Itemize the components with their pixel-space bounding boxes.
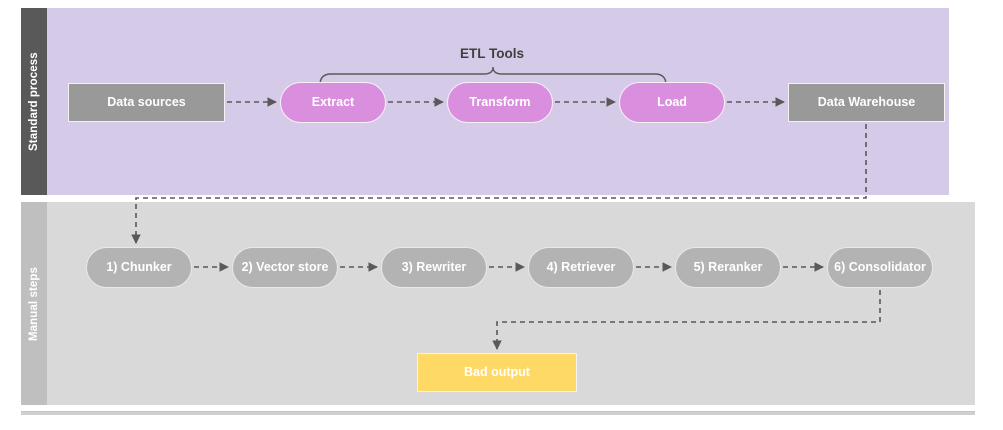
lane-standard-process-label: Standard process	[28, 52, 40, 151]
node-retriever[interactable]: 4) Retriever	[528, 247, 634, 288]
node-vector-store[interactable]: 2) Vector store	[232, 247, 338, 288]
node-reranker[interactable]: 5) Reranker	[675, 247, 781, 288]
node-transform[interactable]: Transform	[447, 82, 553, 123]
node-extract[interactable]: Extract	[280, 82, 386, 123]
bottom-divider	[21, 411, 975, 415]
node-bad-output[interactable]: Bad output	[417, 353, 577, 392]
lane-manual-steps-label: Manual steps	[28, 266, 40, 341]
lane-manual-steps-tab: Manual steps	[21, 202, 47, 405]
etl-tools-annotation-label: ETL Tools	[460, 46, 524, 61]
node-data-warehouse[interactable]: Data Warehouse	[788, 83, 945, 122]
lane-standard-process-tab: Standard process	[21, 8, 47, 195]
node-chunker[interactable]: 1) Chunker	[86, 247, 192, 288]
node-load[interactable]: Load	[619, 82, 725, 123]
node-rewriter[interactable]: 3) Rewriter	[381, 247, 487, 288]
node-data-sources[interactable]: Data sources	[68, 83, 225, 122]
node-consolidator[interactable]: 6) Consolidator	[827, 247, 933, 288]
